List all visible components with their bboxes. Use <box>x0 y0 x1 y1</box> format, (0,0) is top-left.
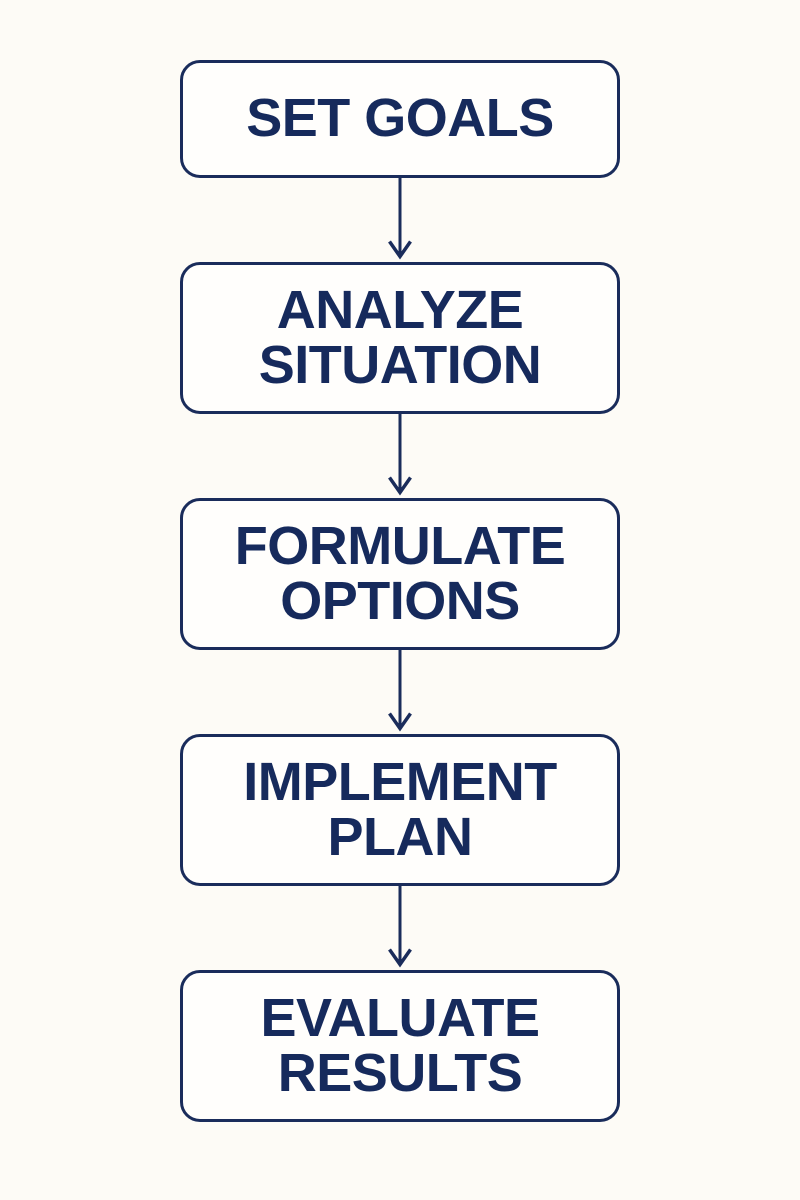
arrow-down-icon <box>388 414 412 496</box>
flowchart-node-implement-plan[interactable]: IMPLEMENT PLAN <box>180 734 620 886</box>
flowchart-connector-3 <box>387 650 413 734</box>
arrow-down-icon <box>388 178 412 260</box>
flowchart-node-label: FORMULATE OPTIONS <box>234 515 566 631</box>
flowchart-connector-1 <box>387 178 413 262</box>
flowchart-node-analyze-situation[interactable]: ANALYZE SITUATION <box>180 262 620 414</box>
flowchart-connector-2 <box>387 414 413 498</box>
arrow-down-icon <box>388 886 412 968</box>
flowchart-node-label: EVALUATE RESULTS <box>260 987 541 1103</box>
arrow-down-icon <box>388 650 412 732</box>
flowchart-node-label: IMPLEMENT PLAN <box>243 751 557 867</box>
flowchart-connector-4 <box>387 886 413 970</box>
flowchart-node-set-goals[interactable]: SET GOALS <box>180 60 620 178</box>
flowchart-node-label: SET GOALS <box>246 88 554 149</box>
flowchart-node-label: ANALYZE SITUATION <box>258 279 542 395</box>
flowchart-node-evaluate-results[interactable]: EVALUATE RESULTS <box>180 970 620 1122</box>
flowchart-node-formulate-options[interactable]: FORMULATE OPTIONS <box>180 498 620 650</box>
